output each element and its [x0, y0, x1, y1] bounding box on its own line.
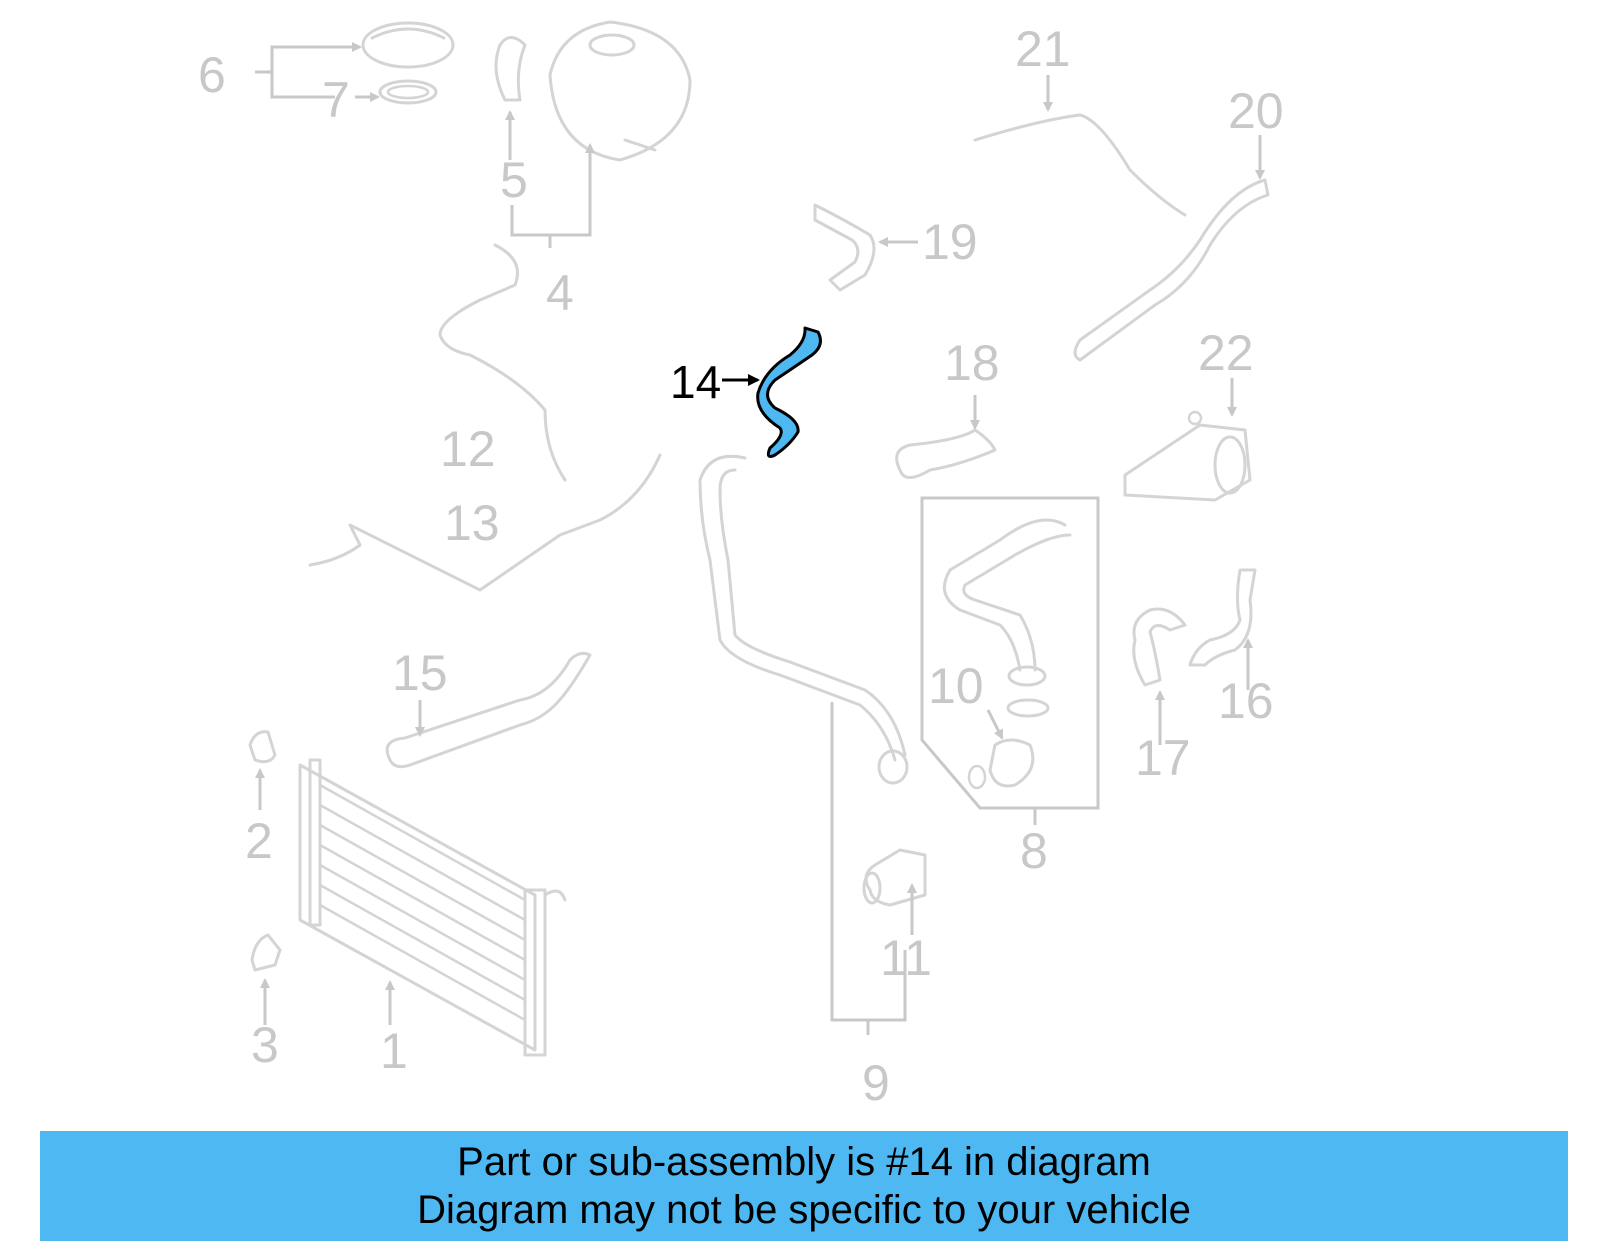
callout-13: 13 — [444, 495, 500, 551]
part-17-hose — [1132, 607, 1187, 687]
part-6-cap — [361, 21, 455, 69]
part-4-reservoir — [548, 20, 692, 162]
part-14-hose — [756, 326, 822, 458]
callout-21: 21 — [1015, 21, 1071, 77]
part-16-hose — [1188, 568, 1257, 667]
part-19-hose — [813, 203, 876, 292]
part-21-hose — [973, 113, 1187, 217]
callout-17: 17 — [1135, 730, 1191, 786]
callout-6: 6 — [198, 47, 226, 103]
callout-6-7-lines — [255, 42, 380, 102]
part-12-hose — [438, 243, 567, 482]
callout-18: 18 — [944, 335, 1000, 391]
part-8-box — [920, 496, 1100, 810]
callout-10: 10 — [928, 658, 984, 714]
part-7-seal — [378, 79, 438, 105]
part-15-pipe — [385, 651, 592, 769]
callout-7: 7 — [322, 72, 350, 128]
callout-15: 15 — [392, 645, 448, 701]
callout-10-line — [986, 709, 1004, 740]
banner-line-2: Diagram may not be specific to your vehi… — [417, 1188, 1191, 1232]
callout-9: 9 — [862, 1055, 890, 1111]
part-5-hose — [494, 36, 527, 102]
callout-5: 5 — [500, 152, 528, 208]
part-22-housing — [1123, 410, 1252, 502]
callout-19: 19 — [922, 214, 978, 270]
part-18-hose — [895, 428, 997, 479]
callout-12: 12 — [440, 421, 496, 477]
part-8-hose — [942, 518, 1067, 672]
part-9-hose — [698, 454, 897, 762]
part-13-pipe — [308, 453, 662, 592]
callout-2: 2 — [245, 813, 273, 869]
callout-1: 1 — [380, 1023, 408, 1079]
callout-20: 20 — [1228, 83, 1284, 139]
callout-16: 16 — [1218, 673, 1274, 729]
part-3-bracket — [250, 933, 282, 972]
part-1-radiator — [298, 758, 567, 1057]
callout-11: 11 — [880, 930, 932, 986]
callout-4: 4 — [546, 265, 574, 321]
banner-line-1: Part or sub-assembly is #14 in diagram — [457, 1140, 1151, 1184]
part-2-bracket — [248, 730, 277, 764]
callout-14: 14 — [670, 356, 721, 408]
parts-diagram: 6 7 5 4 21 20 19 18 22 12 13 14 15 10 8 … — [198, 20, 1284, 1111]
part-20-hose — [1073, 178, 1270, 362]
callout-8: 8 — [1020, 823, 1048, 879]
callout-3: 3 — [251, 1017, 279, 1073]
callout-22: 22 — [1198, 325, 1254, 381]
part-11-housing — [862, 848, 927, 907]
info-banner: Part or sub-assembly is #14 in diagram D… — [40, 1131, 1568, 1241]
